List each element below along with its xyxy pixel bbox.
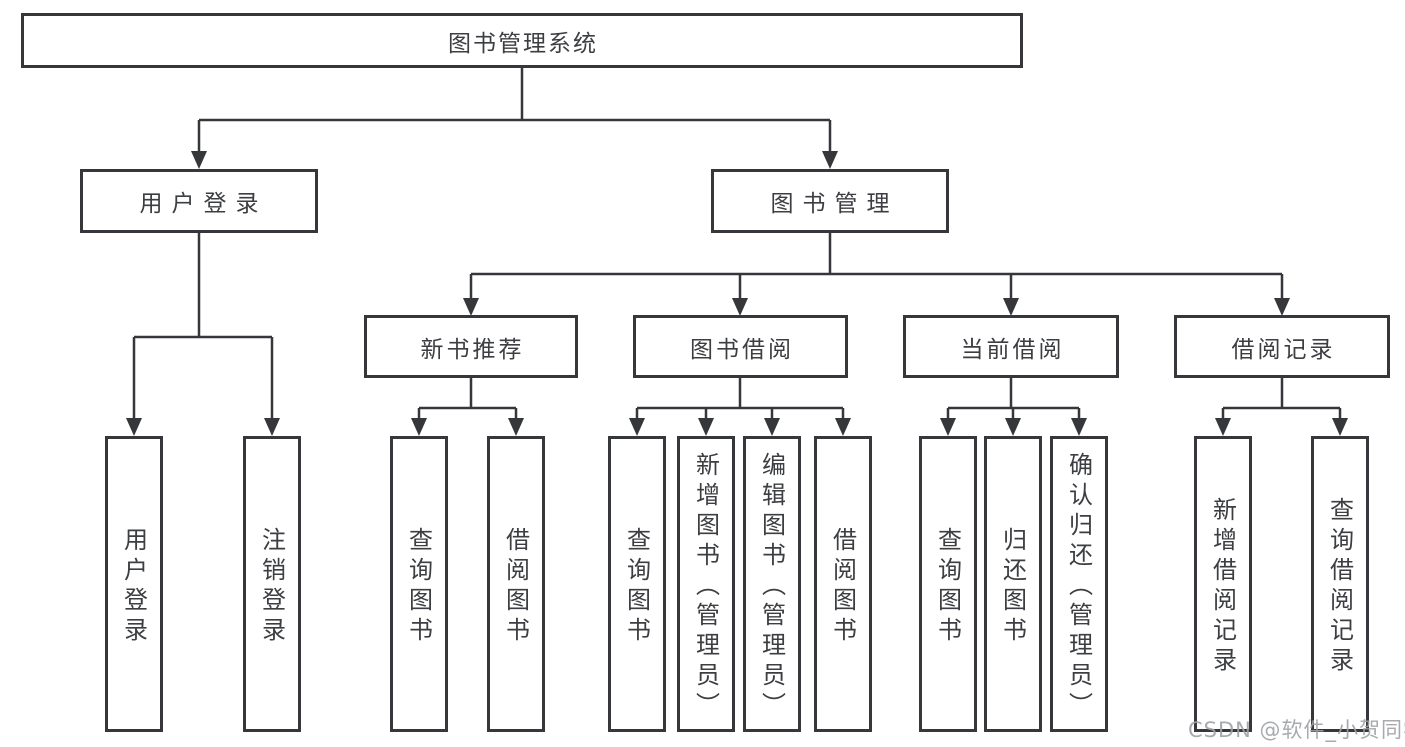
arrow-icon xyxy=(940,418,956,436)
arrow-icon xyxy=(126,418,142,436)
arrow-icon xyxy=(764,418,780,436)
node-label: 图书借阅 xyxy=(690,336,794,363)
csdn-watermark: CSDN @软件_小贺同学 xyxy=(1188,718,1405,742)
node-label: 查询图书 xyxy=(404,527,433,647)
connector-new-book xyxy=(417,378,518,420)
node-label: 归还图书 xyxy=(998,527,1027,647)
arrow-icon xyxy=(191,151,207,169)
node-label: 当前借阅 xyxy=(960,336,1065,363)
node-label: 新增图书（管理员） xyxy=(691,452,720,722)
leaf-add-books-admin: 新增图书（管理员） xyxy=(677,436,735,732)
arrow-icon xyxy=(508,418,524,436)
node-book-management: 图书管理 xyxy=(711,169,949,233)
node-label: 注销登录 xyxy=(257,527,286,647)
arrow-icon xyxy=(629,418,645,436)
arrow-icon xyxy=(732,298,748,316)
arrow-icon xyxy=(1215,418,1231,436)
connector-book-management xyxy=(469,233,1284,298)
node-borrowing-records: 借阅记录 xyxy=(1174,315,1390,378)
arrow-icon xyxy=(264,418,280,436)
node-label: 借阅图书 xyxy=(828,527,857,647)
node-label: 查询图书 xyxy=(933,527,962,647)
arrow-icon xyxy=(822,151,838,169)
arrow-icon xyxy=(1003,298,1019,316)
leaf-query-borrow-record: 查询借阅记录 xyxy=(1311,436,1369,732)
arrow-icon xyxy=(1332,418,1348,436)
leaf-logout: 注销登录 xyxy=(243,436,301,732)
arrow-icon xyxy=(1274,298,1290,316)
leaf-query-books-current: 查询图书 xyxy=(919,436,977,732)
node-label: 图书管理系统 xyxy=(448,30,598,57)
node-label: 编辑图书（管理员） xyxy=(757,452,786,722)
connector-borrowing-records xyxy=(1221,378,1342,420)
node-current-borrowing: 当前借阅 xyxy=(903,315,1119,378)
arrow-icon xyxy=(698,418,714,436)
node-label: 查询借阅记录 xyxy=(1325,497,1354,677)
leaf-add-borrow-record: 新增借阅记录 xyxy=(1194,436,1252,732)
node-label: 查询图书 xyxy=(622,527,651,647)
node-label: 借阅图书 xyxy=(501,527,530,647)
connector-current-borrowing xyxy=(946,378,1081,420)
node-library-management-system: 图书管理系统 xyxy=(21,13,1023,68)
node-label: 用户登录 xyxy=(119,527,148,647)
node-label: 新书推荐 xyxy=(420,336,525,363)
arrow-icon xyxy=(1071,418,1087,436)
node-label: 借阅记录 xyxy=(1231,336,1336,363)
leaf-query-books-recommend: 查询图书 xyxy=(390,436,448,732)
leaf-edit-books-admin: 编辑图书（管理员） xyxy=(743,436,801,732)
node-user-login: 用户登录 xyxy=(80,169,318,233)
leaf-return-books: 归还图书 xyxy=(984,436,1042,732)
arrow-icon xyxy=(411,418,427,436)
connector-root xyxy=(197,68,832,152)
node-new-book-recommendation: 新书推荐 xyxy=(364,315,578,378)
node-label: 图书管理 xyxy=(770,191,899,217)
connector-book-borrowing xyxy=(635,378,845,420)
leaf-user-login: 用户登录 xyxy=(105,436,163,732)
node-label: 新增借阅记录 xyxy=(1208,497,1237,677)
arrow-icon xyxy=(463,298,479,316)
leaf-confirm-return-admin: 确认归还（管理员） xyxy=(1050,436,1108,732)
node-label: 用户登录 xyxy=(139,191,268,217)
leaf-borrow-books-recommend: 借阅图书 xyxy=(487,436,545,732)
connector-user-login xyxy=(132,233,274,420)
node-label: 确认归还（管理员） xyxy=(1064,452,1093,722)
arrow-icon xyxy=(835,418,851,436)
arrow-icon xyxy=(1005,418,1021,436)
leaf-query-books-borrowing: 查询图书 xyxy=(608,436,666,732)
node-book-borrowing: 图书借阅 xyxy=(633,315,848,378)
leaf-borrow-books-borrowing: 借阅图书 xyxy=(814,436,872,732)
